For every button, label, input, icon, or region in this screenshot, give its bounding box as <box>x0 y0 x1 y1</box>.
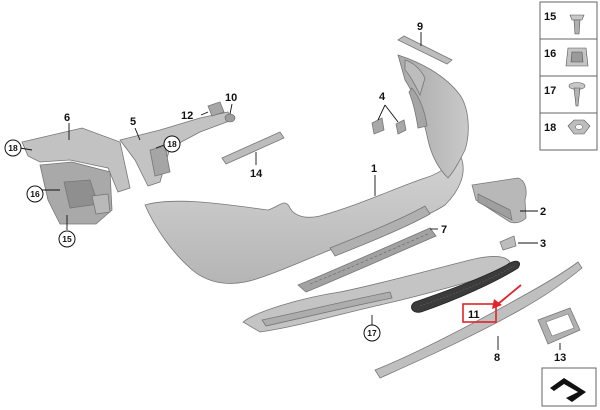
leader-lines <box>19 32 561 350</box>
legend-label-16: 16 <box>544 48 556 60</box>
callout-4: 4 <box>379 91 386 103</box>
callout-13: 13 <box>554 352 566 364</box>
highlight-box <box>462 303 497 323</box>
callout-18a: 18 <box>8 143 18 153</box>
callout-14: 14 <box>250 168 263 180</box>
highlight-arrow <box>492 284 522 309</box>
callout-2: 2 <box>540 206 546 218</box>
callout-1: 1 <box>371 163 377 175</box>
left-bracket-part <box>21 127 131 225</box>
callout-6: 6 <box>64 112 70 124</box>
callout-18b: 18 <box>167 139 177 149</box>
reflector-strip-part <box>411 260 520 313</box>
callout-8: 8 <box>494 352 500 364</box>
callout-16: 16 <box>30 189 40 199</box>
clips-10-12-part <box>207 101 236 123</box>
lower-bumper-part <box>242 256 511 333</box>
callout-15: 15 <box>62 234 72 244</box>
orientation-icon <box>541 367 597 407</box>
screw-icon <box>568 82 586 107</box>
spring-nut-icon <box>565 47 589 67</box>
legend-label-18: 18 <box>544 122 556 134</box>
expanding-rivet-icon <box>569 14 585 35</box>
callout-11: 11 <box>468 309 480 321</box>
callout-18a-circle: 18 <box>4 139 22 157</box>
bracket-4-parts <box>371 117 407 135</box>
callout-17-circle: 17 <box>363 324 381 342</box>
callout-9: 9 <box>417 21 423 33</box>
callout-7: 7 <box>441 224 447 236</box>
callout-15-circle: 15 <box>58 230 76 248</box>
license-frame-part <box>537 307 581 345</box>
lower-grille-part <box>297 227 437 293</box>
callout-12: 12 <box>181 110 193 122</box>
callout-3: 3 <box>540 238 546 250</box>
callout-10: 10 <box>225 92 237 104</box>
diffuser-part <box>471 177 527 224</box>
callout-5: 5 <box>130 116 136 128</box>
middle-bracket-part <box>119 111 233 187</box>
fastener-legend: 15 16 17 18 <box>539 1 598 151</box>
upper-trim-part <box>397 35 453 65</box>
clip-3-part <box>499 235 517 251</box>
callout-18b-circle: 18 <box>163 135 181 153</box>
lower-trim-part <box>374 261 583 379</box>
callout-17: 17 <box>367 328 377 338</box>
legend-label-15: 15 <box>544 11 556 23</box>
callout-16-circle: 16 <box>26 185 44 203</box>
hex-nut-icon <box>567 119 591 135</box>
bumper-cover-part <box>144 54 469 284</box>
rail-part <box>221 131 285 165</box>
legend-label-17: 17 <box>544 85 556 97</box>
